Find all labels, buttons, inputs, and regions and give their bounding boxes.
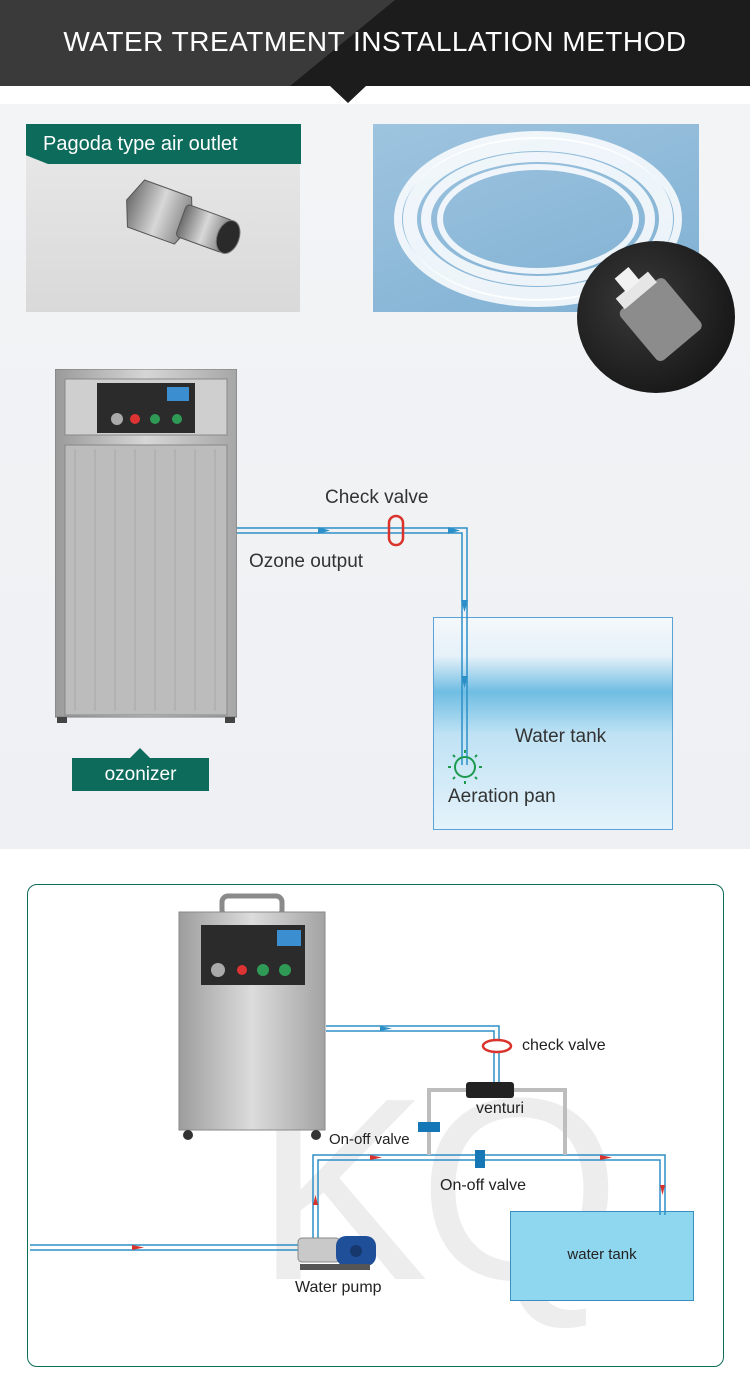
- ozonizer-machine: [55, 369, 237, 723]
- ozonizer-label-pointer: [130, 748, 150, 758]
- ozone-output-label: Ozone output: [249, 551, 364, 572]
- on-off-valve-label-2: On-off valve: [440, 1177, 526, 1194]
- ozonizer-label: ozonizer: [72, 758, 209, 791]
- venturi-label: venturi: [476, 1100, 525, 1117]
- pagoda-outlet-label: Pagoda type air outlet: [26, 124, 301, 164]
- header-pointer: [330, 86, 366, 103]
- air-stone-icon: [614, 267, 702, 362]
- header-banner: WATER TREATMENT INSTALLATION METHOD: [0, 0, 750, 86]
- check-valve-label-2: check valve: [522, 1037, 606, 1054]
- aeration-pan-label: Aeration pan: [448, 786, 556, 807]
- page-title: WATER TREATMENT INSTALLATION METHOD: [63, 26, 687, 57]
- check-valve-label: Check valve: [325, 487, 429, 508]
- water-tank-label: Water tank: [515, 726, 607, 747]
- water-pump-label: Water pump: [295, 1279, 382, 1296]
- tube-coil-icon: [394, 131, 682, 307]
- water-tank-1: [433, 617, 673, 830]
- water-tank-label-2: water tank: [567, 1246, 637, 1263]
- pagoda-outlet-icon: [126, 179, 241, 254]
- air-stone-photo: [577, 241, 735, 393]
- on-off-valve-label-1: On-off valve: [329, 1131, 410, 1148]
